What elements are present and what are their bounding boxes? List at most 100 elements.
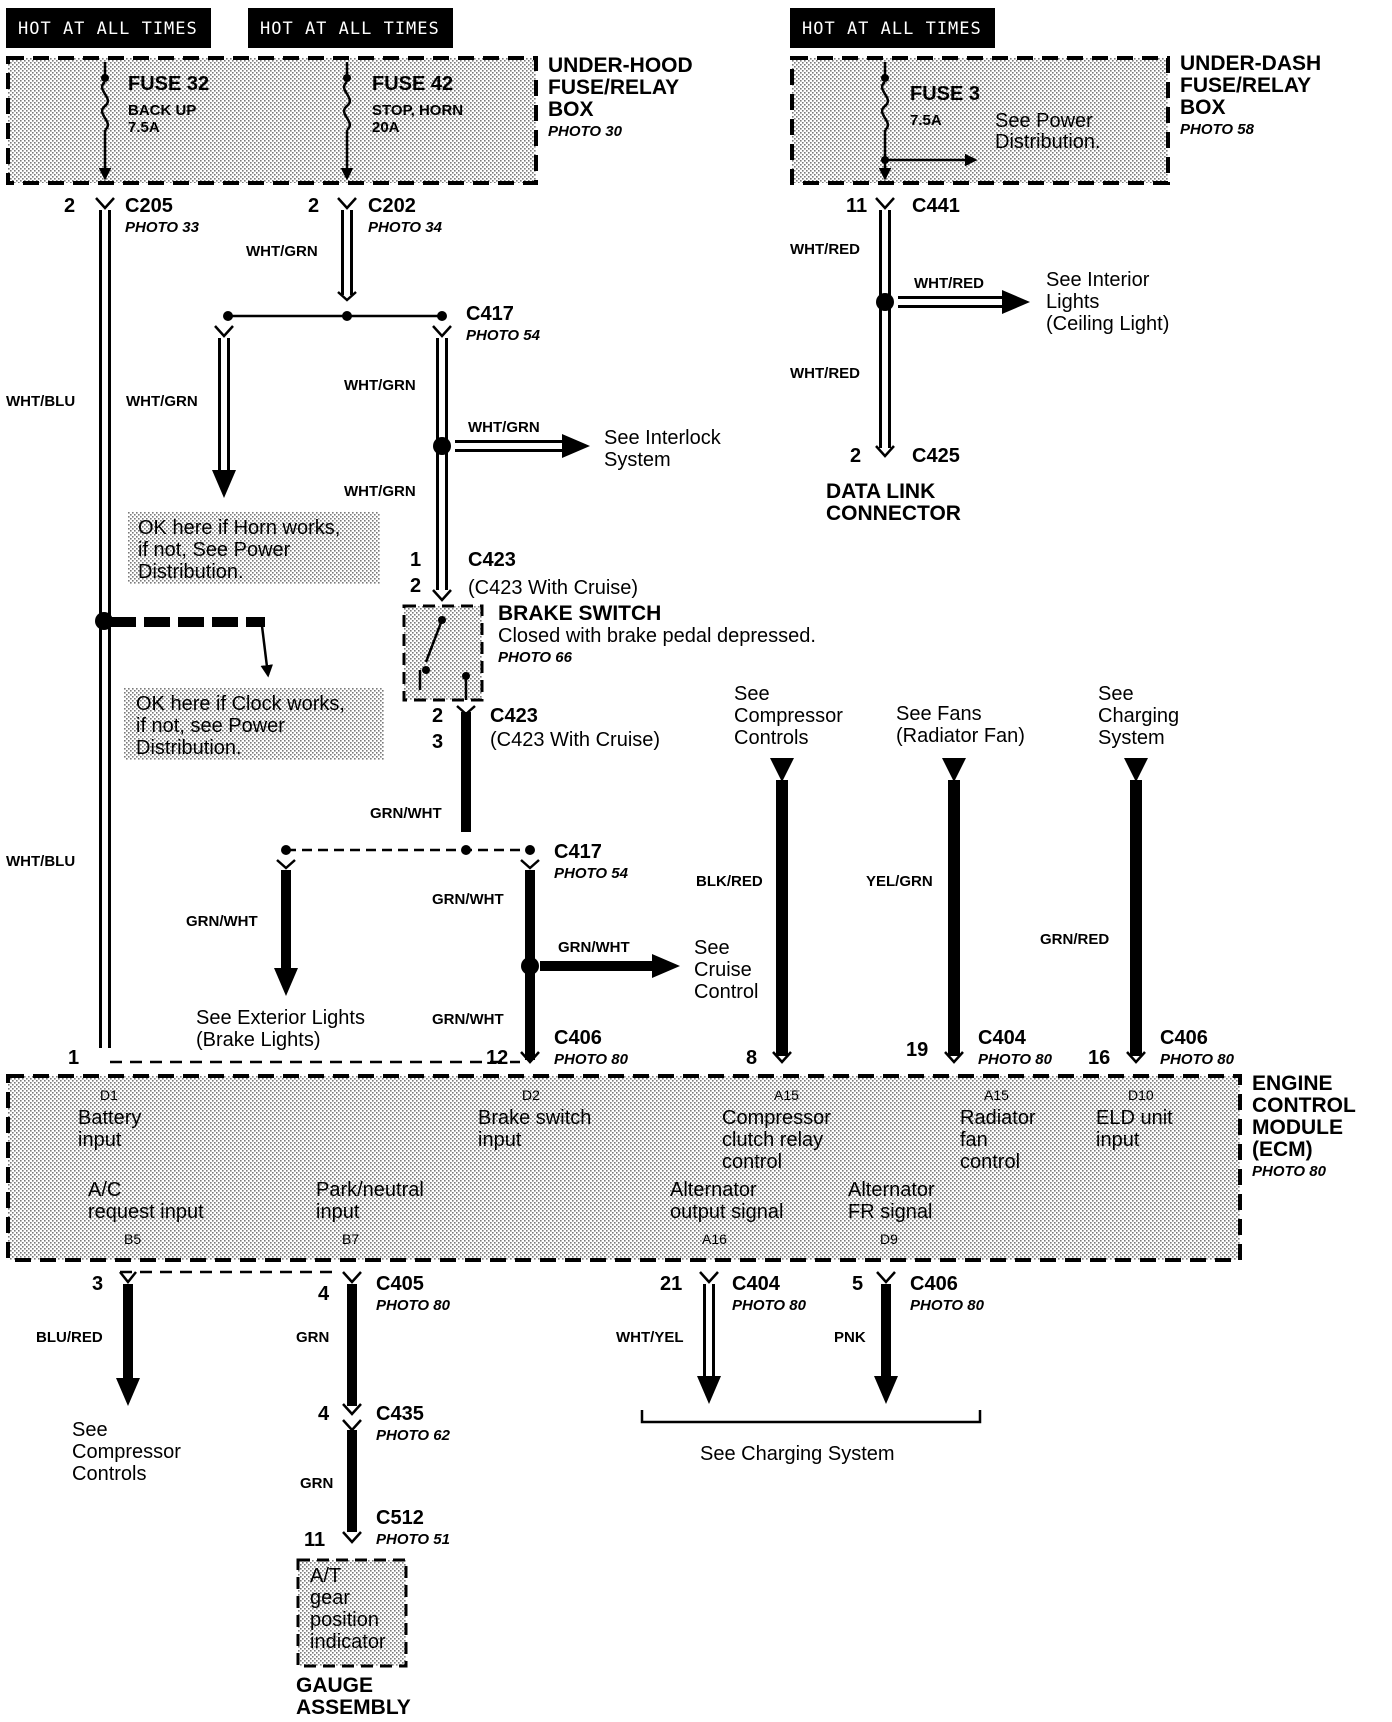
svg-text:1: 1 [410, 549, 421, 571]
svg-text:Distribution.: Distribution. [136, 737, 242, 759]
under-hood-box-label: UNDER-HOOD FUSE/RELAY BOX PHOTO 30 [548, 54, 693, 140]
svg-text:clutch relay: clutch relay [722, 1129, 823, 1151]
ecm-terminal-a15-fan: A15 Radiator fan control [960, 1087, 1036, 1173]
svg-text:PHOTO 80: PHOTO 80 [978, 1051, 1053, 1068]
svg-text:See Interior: See Interior [1046, 269, 1150, 291]
connector-c512: 11 C512 PHOTO 51 [304, 1507, 450, 1551]
connector-c423-top: 1 2 C423 (C423 With Cruise) [410, 549, 638, 602]
svg-text:PHOTO 34: PHOTO 34 [368, 219, 443, 236]
svg-text:input: input [478, 1129, 522, 1151]
svg-text:PHOTO 80: PHOTO 80 [910, 1297, 985, 1314]
fuse-32: FUSE 32 BACK UP 7.5A [98, 62, 209, 181]
charging-system-bracket: See Charging System [640, 1410, 982, 1465]
hot-label-3: HOT AT ALL TIMES [790, 8, 995, 48]
svg-text:CONNECTOR: CONNECTOR [826, 502, 961, 525]
under-dash-fuse-box [790, 56, 1170, 185]
ref-compressor-top: See Compressor Controls [734, 683, 843, 749]
svg-text:BRAKE SWITCH: BRAKE SWITCH [498, 602, 661, 625]
svg-text:A/T: A/T [310, 1565, 341, 1587]
svg-text:See: See [72, 1419, 108, 1441]
svg-text:D10: D10 [1128, 1087, 1154, 1103]
brake-switch [402, 604, 484, 702]
svg-text:Distribution.: Distribution. [138, 561, 244, 583]
brake-switch-label: BRAKE SWITCH Closed with brake pedal dep… [498, 602, 816, 666]
svg-text:PHOTO 80: PHOTO 80 [554, 1051, 629, 1068]
svg-text:ENGINE: ENGINE [1252, 1072, 1333, 1095]
wire-grn-red: GRN/RED 16 C406 PHOTO 80 [1040, 758, 1235, 1069]
svg-text:fan: fan [960, 1129, 988, 1151]
connector-c405: 4 C405 PHOTO 80 [318, 1271, 451, 1314]
interior-branch: WHT/RED [876, 275, 1030, 314]
connector-c441: 11 C441 [846, 195, 960, 217]
ecm-terminal-d2: D2 Brake switch input [478, 1087, 591, 1151]
svg-text:HOT AT ALL TIMES: HOT AT ALL TIMES [802, 19, 982, 39]
wire-wht-red: WHT/RED WHT/RED [790, 210, 895, 458]
svg-text:(Radiator Fan): (Radiator Fan) [896, 725, 1025, 747]
svg-text:FUSE/RELAY: FUSE/RELAY [1180, 74, 1311, 97]
svg-text:ASSEMBLY: ASSEMBLY [296, 1696, 411, 1719]
svg-text:5: 5 [852, 1273, 863, 1295]
svg-text:MODULE: MODULE [1252, 1116, 1343, 1139]
svg-text:input: input [1096, 1129, 1140, 1151]
under-dash-box-label: UNDER-DASH FUSE/RELAY BOX PHOTO 58 [1180, 52, 1321, 138]
svg-text:(C423 With Cruise): (C423 With Cruise) [468, 577, 638, 599]
svg-text:HOT AT ALL TIMES: HOT AT ALL TIMES [260, 19, 440, 39]
svg-text:PHOTO 51: PHOTO 51 [376, 1531, 450, 1548]
svg-text:input: input [78, 1129, 122, 1151]
svg-text:3: 3 [432, 731, 443, 753]
svg-text:7.5A: 7.5A [910, 112, 942, 129]
svg-text:BLK/RED: BLK/RED [696, 873, 763, 890]
svg-text:19: 19 [906, 1039, 928, 1061]
wire-pnk: PNK [834, 1284, 898, 1404]
svg-text:(Ceiling Light): (Ceiling Light) [1046, 313, 1169, 335]
hot-label-1: HOT AT ALL TIMES [6, 8, 211, 48]
wire-grn-c435: GRN [300, 1430, 362, 1544]
ref-charging-top: See Charging System [1098, 683, 1179, 749]
connector-c202: 2 C202 PHOTO 34 [308, 195, 443, 236]
svg-text:16: 16 [1088, 1047, 1110, 1069]
svg-text:Charging: Charging [1098, 705, 1179, 727]
svg-text:output signal: output signal [670, 1201, 783, 1223]
svg-text:Closed with brake pedal depre: Closed with brake pedal depressed. [498, 625, 816, 647]
svg-text:Compressor: Compressor [734, 705, 843, 727]
wire-wht-blu: WHT/BLU WHT/BLU [6, 210, 111, 1048]
svg-text:FUSE 42: FUSE 42 [372, 73, 453, 95]
svg-text:WHT/BLU: WHT/BLU [6, 853, 75, 870]
svg-text:(ECM): (ECM) [1252, 1138, 1313, 1161]
svg-text:C406: C406 [554, 1027, 602, 1049]
svg-text:2: 2 [410, 575, 421, 597]
svg-text:C417: C417 [466, 303, 514, 325]
fuse-42: FUSE 42 STOP, HORN 20A [340, 62, 463, 181]
svg-text:C417: C417 [554, 841, 602, 863]
svg-text:WHT/BLU: WHT/BLU [6, 393, 75, 410]
svg-text:PHOTO 80: PHOTO 80 [1252, 1163, 1327, 1180]
svg-text:C205: C205 [125, 195, 173, 217]
wire-horn-branch: WHT/GRN [126, 338, 236, 498]
svg-text:PHOTO 80: PHOTO 80 [376, 1297, 451, 1314]
svg-text:request input: request input [88, 1201, 204, 1223]
svg-text:FUSE/RELAY: FUSE/RELAY [548, 76, 679, 99]
svg-text:(C423 With Cruise): (C423 With Cruise) [490, 729, 660, 751]
wire-grn-c405: GRN [296, 1284, 362, 1432]
svg-text:7.5A: 7.5A [128, 119, 160, 136]
svg-text:PHOTO 66: PHOTO 66 [498, 649, 573, 666]
hot-label-2: HOT AT ALL TIMES [248, 8, 453, 48]
svg-text:PHOTO 80: PHOTO 80 [732, 1297, 807, 1314]
svg-text:A15: A15 [984, 1087, 1009, 1103]
ref-interior: See Interior Lights (Ceiling Light) [1046, 269, 1169, 335]
svg-text:if not, see Power: if not, see Power [136, 715, 285, 737]
svg-text:YEL/GRN: YEL/GRN [866, 873, 933, 890]
ecm-terminal-d1: D1 Battery input [78, 1087, 141, 1151]
svg-text:A/C: A/C [88, 1179, 121, 1201]
ref-exterior: See Exterior Lights (Brake Lights) [196, 1007, 365, 1051]
svg-text:Park/neutral: Park/neutral [316, 1179, 424, 1201]
svg-text:GRN/WHT: GRN/WHT [432, 1011, 504, 1028]
ref-interlock: See Interlock System [604, 427, 722, 471]
data-link-connector-label: DATA LINK CONNECTOR [826, 480, 961, 525]
svg-text:Battery: Battery [78, 1107, 141, 1129]
svg-text:position: position [310, 1609, 379, 1631]
wire-exterior-branch: GRN/WHT [186, 870, 298, 996]
svg-text:PHOTO 54: PHOTO 54 [554, 865, 629, 882]
svg-text:Brake switch: Brake switch [478, 1107, 591, 1129]
